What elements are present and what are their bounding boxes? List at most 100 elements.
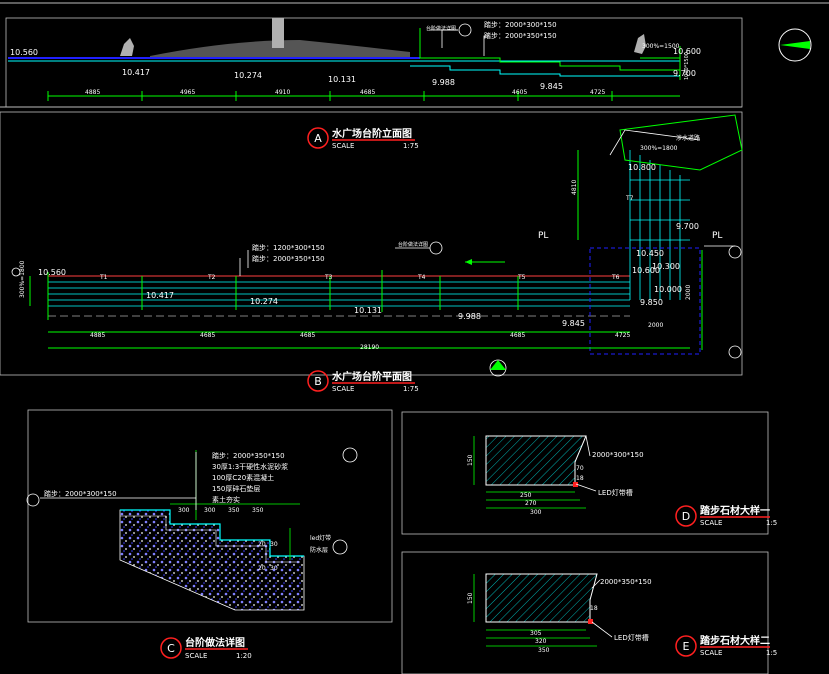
- tree-trunk-shape: [272, 18, 284, 48]
- elev-dim-2: 4965: [180, 89, 195, 96]
- detail-d-drawing: [401, 411, 769, 535]
- top-frame: [0, 2, 829, 108]
- title-a-scale-label: SCALE: [332, 142, 354, 150]
- detail-e-note-2: LED灯带槽: [614, 633, 649, 642]
- elevation-labels: 10.560 10.417 10.274 10.131 9.988 9.845 …: [10, 20, 701, 96]
- plan-note-slope: 300%=1800: [640, 145, 678, 152]
- title-e: E 踏步石材大样二 SCALE 1:5: [675, 634, 777, 657]
- detail-e-note-1: 2000*350*150: [600, 578, 652, 586]
- elev-note-tread2: 踏步：2000*350*150: [484, 31, 557, 40]
- section-c-drawing: [26, 409, 393, 623]
- elev-level-2: 10.417: [122, 68, 150, 77]
- plan-level-10: 10.000: [654, 285, 682, 294]
- plan-level-6: 9.845: [562, 319, 585, 328]
- title-b-marker-icon: [307, 370, 329, 392]
- detail-e-drawing: [401, 551, 769, 674]
- detail-d-note-2: LED灯带槽: [598, 488, 633, 497]
- title-d-letter: D: [682, 510, 690, 523]
- title-a-scale: 1:75: [403, 142, 419, 150]
- elev-dim-1: 4885: [85, 89, 100, 96]
- section-c-side-note-1: led灯带: [310, 534, 331, 542]
- plan-dim-3: 4685: [300, 332, 315, 339]
- title-c-scale: 1:20: [236, 652, 252, 660]
- plan-labels: 10.560 10.417 10.274 10.131 9.988 9.845 …: [19, 134, 722, 351]
- section-c-dim-7: 20: [258, 565, 266, 572]
- elev-dim-3: 4910: [275, 89, 290, 96]
- section-c-note-3: 100厚C20素混凝土: [212, 473, 274, 482]
- title-a-letter: A: [314, 132, 322, 145]
- section-c-dim-1: 300: [178, 507, 190, 514]
- elev-level-7: 10.600: [673, 47, 701, 56]
- title-d-marker-icon: [675, 505, 697, 527]
- plan-level-1: 10.560: [38, 268, 66, 277]
- detail-e-dim-5: 18: [590, 605, 598, 612]
- title-e-scale: 1:5: [766, 649, 777, 657]
- plan-pl-1: PL: [538, 231, 548, 241]
- plan-dim-vertical: 4810: [571, 180, 578, 195]
- detail-d-dim-6: 18: [576, 475, 584, 482]
- detail-e-dim-1: 305: [530, 630, 542, 637]
- plan-callout-label: 台阶做法详图: [398, 241, 428, 248]
- title-a-marker-icon: [307, 127, 329, 149]
- plan-pl-2: PL: [712, 231, 722, 241]
- plan-note-tread1: 踏步：1200*300*150: [252, 243, 325, 252]
- title-a-name: 水广场台阶立面图: [331, 127, 412, 140]
- elev-level-1: 10.560: [10, 48, 38, 57]
- elev-note-slope: 300%=1500: [642, 43, 680, 50]
- section-c-dim-4: 350: [252, 507, 264, 514]
- elevation-drawing: [8, 18, 681, 101]
- elev-dim-5: 4605: [512, 89, 527, 96]
- title-a: A 水广场台阶立面图 SCALE 1:75: [307, 127, 419, 150]
- detail-d-dim-1: 250: [520, 492, 532, 499]
- section-c-left-note: 踏步：2000*300*150: [44, 489, 117, 498]
- title-b: B 水广场台阶平面图 SCALE 1:75: [307, 370, 419, 393]
- elev-level-6: 9.845: [540, 82, 563, 91]
- plan-step-6: T6: [611, 274, 620, 281]
- elev-dim-4: 4685: [360, 89, 375, 96]
- elev-height-note: 1000*1500: [684, 52, 690, 80]
- plan-step-3: T3: [324, 274, 333, 281]
- detail-d-note-1: 2000*300*150: [592, 451, 644, 459]
- plan-dim-total: 28190: [360, 344, 379, 351]
- plan-dim-vertical-2: 2000: [685, 285, 692, 300]
- plan-level-2: 10.417: [146, 291, 174, 300]
- plan-callout-circle-icon: [429, 241, 443, 255]
- plan-level-13: 10.800: [628, 163, 656, 172]
- detail-d-dim-3: 300: [530, 509, 542, 516]
- plan-step-5: T5: [517, 274, 526, 281]
- elev-note-tread1: 踏步：2000*300*150: [484, 20, 557, 29]
- elev-level-3: 10.274: [234, 71, 262, 80]
- plan-level-4: 10.131: [354, 306, 382, 315]
- plan-step-7: T7: [625, 195, 634, 202]
- plan-dim-2: 4685: [200, 332, 215, 339]
- plan-note-tread2: 踏步：2000*350*150: [252, 254, 325, 263]
- plan-level-5: 9.988: [458, 312, 481, 321]
- section-c-note-1: 踏步：2000*350*150: [212, 451, 285, 460]
- plan-level-11: 9.850: [640, 298, 663, 307]
- title-b-scale: 1:75: [403, 385, 419, 393]
- detail-d-dim-2: 270: [525, 500, 537, 507]
- section-c-dim-6: 30: [270, 541, 278, 548]
- plan-level-9: 10.300: [652, 262, 680, 271]
- title-e-name: 踏步石材大样二: [700, 634, 770, 647]
- section-c-side-note-2: 防水层: [310, 546, 328, 554]
- detail-d-labels: 2000*300*150 LED灯带槽 250 270 300 150 70 1…: [467, 451, 644, 516]
- detail-e-dim-4: 150: [467, 592, 474, 604]
- section-c-dim-3: 350: [228, 507, 240, 514]
- detail-d-dim-4: 150: [467, 454, 474, 466]
- title-d: D 踏步石材大样一 SCALE 1:5: [675, 504, 777, 527]
- plan-step-4: T4: [417, 274, 426, 281]
- callout-circle-icon: [458, 23, 472, 37]
- elev-level-4: 10.131: [328, 75, 356, 84]
- detail-e-labels: 2000*350*150 LED灯带槽 305 320 350 150 18: [467, 578, 652, 654]
- detail-e-dim-3: 350: [538, 647, 550, 654]
- title-b-scale-label: SCALE: [332, 385, 354, 393]
- title-c-name: 台阶做法详图: [185, 636, 245, 649]
- section-c-dim-2: 300: [204, 507, 216, 514]
- detail-d-dim-5: 70: [576, 465, 584, 472]
- section-c-note-2: 30厚1:3干硬性水泥砂浆: [212, 462, 288, 471]
- section-c-labels: 踏步：2000*350*150 30厚1:3干硬性水泥砂浆 100厚C20素混凝…: [44, 451, 331, 572]
- plan-drawing: [0, 111, 743, 377]
- plan-step-2: T2: [207, 274, 216, 281]
